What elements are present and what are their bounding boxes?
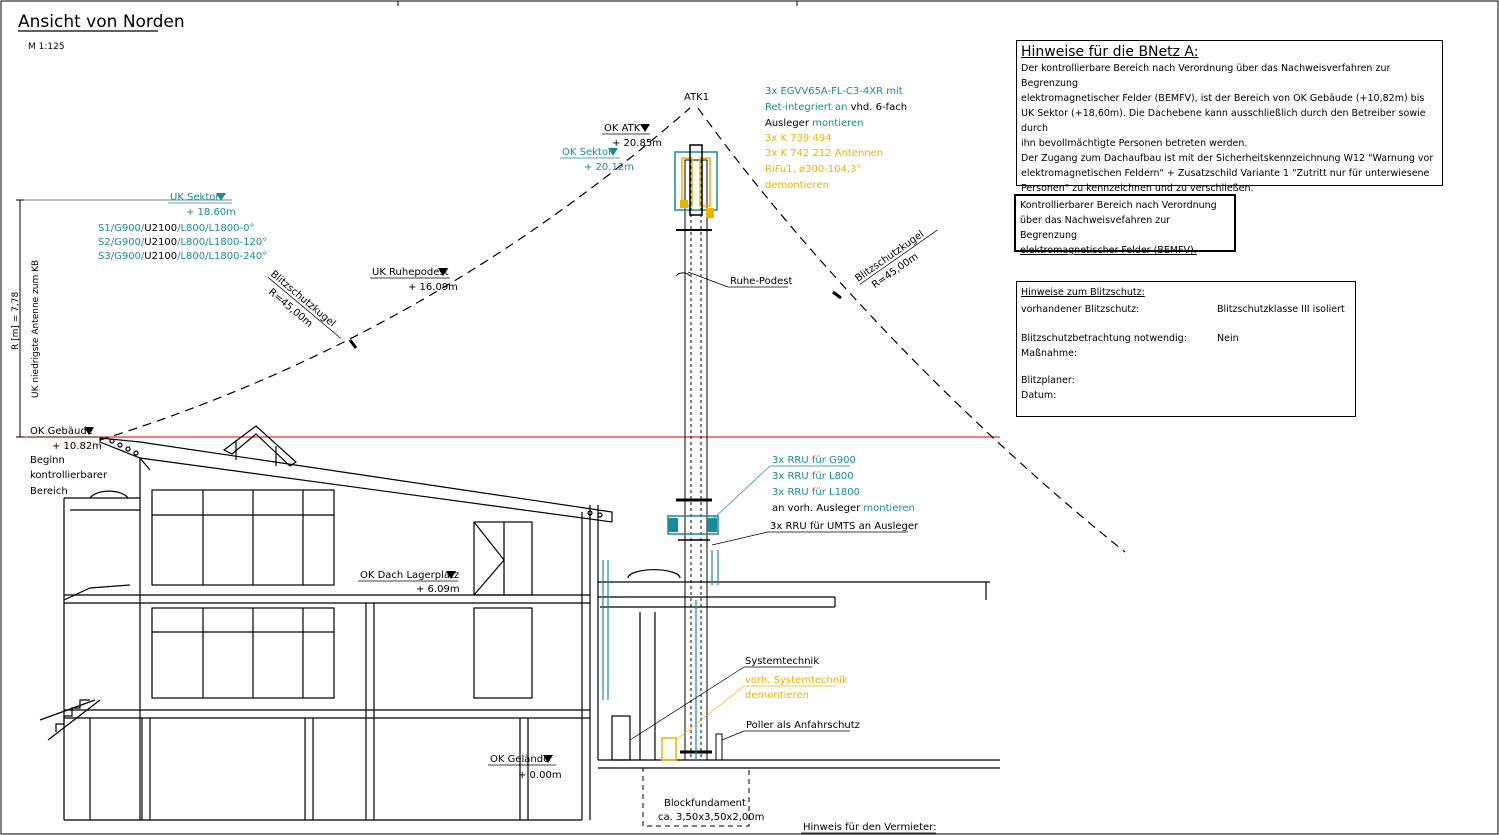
- bnetz-heading: Hinweise für die BNetz A:: [1021, 44, 1199, 60]
- blitzschutzkugel-left-arc: [99, 107, 691, 441]
- svg-text:Beginn: Beginn: [30, 455, 65, 466]
- blitzschutz-panel: Hinweise zum Blitzschutz: vorhandener Bl…: [1016, 281, 1356, 417]
- vorhanden-label: vorhandener Blitzschutz:: [1021, 304, 1140, 315]
- svg-text:3x RRU für G900: 3x RRU für G900: [772, 455, 856, 466]
- poller-label: Poller als Anfahrschutz: [746, 720, 860, 731]
- svg-text:3x EGVV65A-FL-C3-4XR mit: 3x EGVV65A-FL-C3-4XR mit: [765, 86, 903, 97]
- vorhanden-value: Blitzschutzklasse III isoliert: [1217, 304, 1345, 315]
- svg-text:+ 18.60m: + 18.60m: [186, 207, 236, 218]
- svg-text:OK Gebäude: OK Gebäude: [30, 426, 93, 437]
- level-uk-ruhepodest: UK Ruhepodest + 16.09m: [370, 267, 458, 293]
- building: [39, 425, 1000, 821]
- bnetz-line: Der kontrollierbare Bereich nach Verordn…: [1021, 63, 1391, 89]
- betrachtung-value: Nein: [1217, 333, 1239, 344]
- bnetz-line: elektromagnetischen Feldern" + Zusatzsch…: [1021, 168, 1430, 179]
- svg-text:+ 16.09m: + 16.09m: [408, 282, 458, 293]
- sector-list: S1/G900/U2100/L800/L1800-0° S2/G900/U210…: [98, 223, 267, 262]
- svg-text:3x RRU für UMTS an Ausleger: 3x RRU für UMTS an Ausleger: [770, 521, 919, 532]
- poller: [715, 733, 723, 761]
- betrachtung-label: Blitzschutzbetrachtung notwendig:: [1021, 333, 1187, 344]
- uk-antenna-label: UK niedrigste Antenne zum KB: [31, 260, 41, 398]
- level-ok-sektor: OK Sektor + 20.12m: [560, 147, 634, 173]
- rru-note: 3x RRU für G900 3x RRU für L800 3x RRU f…: [711, 455, 919, 546]
- bnetz-line: elektromagnetischer Felder (BEMFV), ist …: [1021, 93, 1425, 104]
- svg-text:Ausleger montieren: Ausleger montieren: [765, 118, 864, 129]
- level-ok-atk: OK ATK + 20.85m: [602, 123, 662, 149]
- ruhe-podest-label: Ruhe-Podest: [730, 276, 792, 287]
- systemtechnik-label: Systemtechnik: [745, 656, 819, 667]
- blitzschutz-heading: Hinweise zum Blitzschutz:: [1021, 287, 1145, 298]
- level-ok-dach-lagerplatz: OK Dach Lagerplatz + 6.09m: [358, 570, 460, 595]
- scale-label: M 1:125: [28, 42, 65, 52]
- blockfundament-size: ca. 3,50x3,50x2,00m: [658, 812, 764, 823]
- svg-text:S1/G900/U2100/L800/L1800-0°: S1/G900/U2100/L800/L1800-0°: [98, 223, 254, 234]
- massnahme-label: Maßnahme:: [1021, 348, 1078, 359]
- blockfundament: [642, 767, 750, 827]
- level-ok-gebaeude: OK Gebäude + 10.82m: [28, 426, 102, 452]
- r-dimension-label: R [m] = 7,78: [11, 292, 21, 350]
- kb-box-line: Kontrollierbarer Bereich nach Verordnung: [1020, 200, 1217, 211]
- svg-text:+ 6.09m: + 6.09m: [416, 584, 460, 595]
- svg-text:3x RRU für L1800: 3x RRU für L1800: [772, 487, 860, 498]
- svg-text:+ 0.00m: + 0.00m: [518, 770, 562, 781]
- bnetz-line: Personen" zu kennzeichnen und zu verschl…: [1021, 183, 1254, 194]
- svg-text:+ 10.82m: + 10.82m: [52, 441, 102, 452]
- bnetz-line: UK Sektor (+18,60m). Die Dachebene kann …: [1021, 108, 1426, 134]
- svg-text:kontrollierbarer: kontrollierbarer: [30, 470, 108, 481]
- rru-cluster: [667, 515, 719, 541]
- svg-text:3x RRU für L800: 3x RRU für L800: [772, 471, 854, 482]
- beginn-kb-label: Beginn kontrollierbarer Bereich: [30, 455, 108, 497]
- svg-text:UK Sektor: UK Sektor: [170, 192, 220, 203]
- svg-text:RiFu1, ø300-104,3°: RiFu1, ø300-104,3°: [765, 164, 861, 175]
- svg-text:3x K 742 212 Antennen: 3x K 742 212 Antennen: [765, 148, 883, 159]
- svg-text:+ 20.12m: + 20.12m: [584, 162, 634, 173]
- level-ok-gelaende: OK Gelände + 0.00m: [488, 754, 562, 781]
- atk-label: ATK1: [684, 92, 709, 103]
- svg-text:an vorh. Ausleger montieren: an vorh. Ausleger montieren: [772, 503, 915, 514]
- svg-text:S2/G900/U2100/L800/L1800-120°: S2/G900/U2100/L800/L1800-120°: [98, 237, 267, 248]
- svg-text:+ 20.85m: + 20.85m: [612, 138, 662, 149]
- svg-text:Bereich: Bereich: [30, 486, 68, 497]
- level-uk-sektor: UK Sektor + 18.60m: [168, 192, 236, 218]
- kb-box: Kontrollierbarer Bereich nach Verordnung…: [1014, 194, 1236, 256]
- planer-label: Blitzplaner:: [1021, 375, 1075, 386]
- svg-text:UK Ruhepodest: UK Ruhepodest: [372, 267, 449, 278]
- svg-text:OK Dach Lagerplatz: OK Dach Lagerplatz: [360, 570, 459, 581]
- svg-text:OK ATK: OK ATK: [604, 123, 641, 134]
- view-title: Ansicht von Norden: [18, 12, 185, 32]
- bnetz-line: Der Zugang zum Dachaufbau ist mit der Si…: [1021, 153, 1434, 164]
- svg-text:OK Gelände: OK Gelände: [490, 754, 549, 765]
- hinweis-vermieter: Hinweis für den Vermieter:: [803, 822, 937, 833]
- blitzschutzkugel-right-arc: [697, 107, 1126, 553]
- svg-text:3x K 739 494: 3x K 739 494: [765, 133, 832, 144]
- bnetz-line: ihn bevollmächtigte Personen betreten we…: [1021, 138, 1248, 149]
- bnetz-notes-panel: Hinweise für die BNetz A: Der kontrollie…: [1016, 40, 1443, 194]
- antenna-note: 3x EGVV65A-FL-C3-4XR mit Ret-integriert …: [765, 86, 907, 191]
- antenna-mast: [675, 159, 712, 761]
- svg-text:OK Sektor: OK Sektor: [562, 147, 613, 158]
- datum-label: Datum:: [1021, 390, 1057, 401]
- svg-text:S3/G900/U2100/L800/L1800-240°: S3/G900/U2100/L800/L1800-240°: [98, 251, 267, 262]
- svg-text:demontieren: demontieren: [765, 180, 829, 191]
- kb-box-line: elektromagnetischer Felder (BEMFV).: [1020, 245, 1197, 256]
- vorh-systemtechnik-label: vorh. Systemtechnik: [745, 675, 848, 686]
- svg-text:Ret-integriert an vhd. 6-fach: Ret-integriert an vhd. 6-fach: [765, 102, 907, 113]
- antenna-cluster: [674, 144, 718, 218]
- kb-box-line: über das Nachweisvefahren zur Begrenzung: [1020, 215, 1171, 241]
- vorh-systemtechnik-box: [661, 737, 677, 761]
- vorh-systemtechnik-label-2: demontieren: [745, 690, 809, 701]
- blockfundament-label: Blockfundament: [664, 798, 746, 809]
